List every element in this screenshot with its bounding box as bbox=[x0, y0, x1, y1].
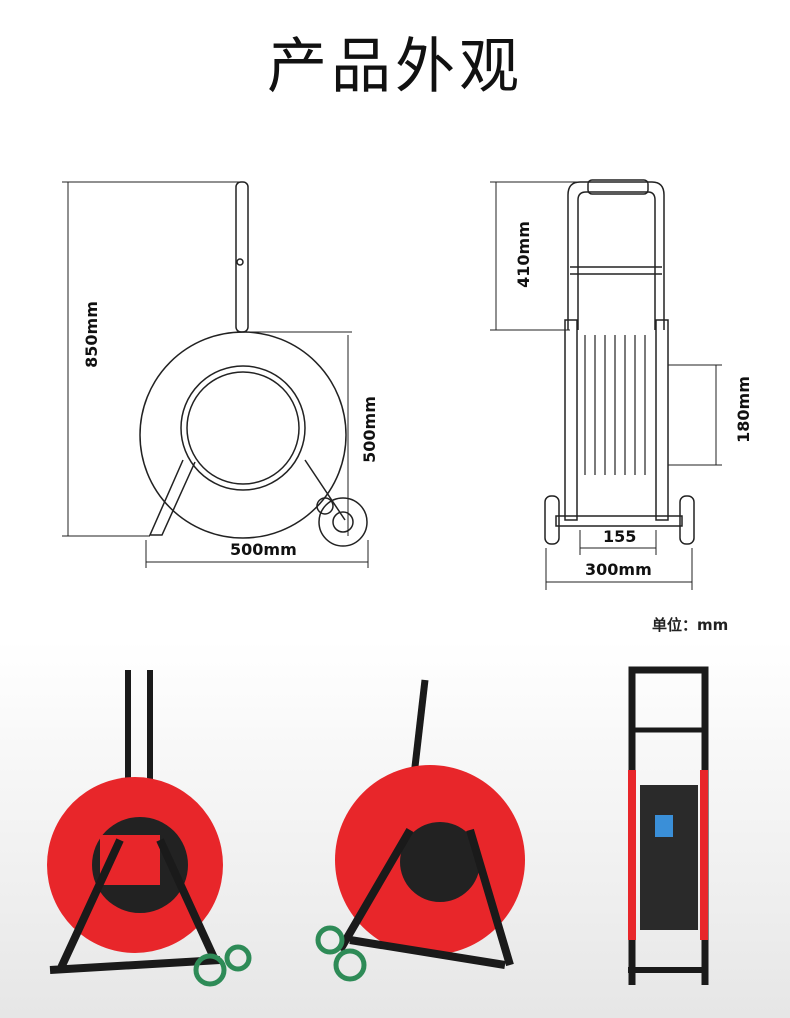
photo-angled bbox=[315, 679, 525, 982]
photo-side-sockets bbox=[47, 670, 252, 987]
outer-width-300-label: 300mm bbox=[585, 560, 652, 579]
unit-note: 单位：mm bbox=[652, 616, 729, 634]
handle-410-label: 410mm bbox=[513, 221, 533, 288]
front-view-drawing bbox=[490, 179, 722, 590]
height-850-label: 850mm bbox=[81, 301, 101, 368]
reel-diameter-500-label: 500mm bbox=[359, 396, 379, 463]
page-title: 产品外观 bbox=[267, 32, 523, 102]
product-photo-illustrations bbox=[47, 666, 709, 987]
width-500-label: 500mm bbox=[230, 540, 297, 559]
side-view-drawing bbox=[62, 181, 369, 568]
drum-180-label: 180mm bbox=[733, 376, 753, 443]
inner-width-155-label: 155 bbox=[603, 527, 637, 546]
product-photos bbox=[0, 640, 790, 1018]
technical-drawing bbox=[62, 179, 722, 590]
photo-front bbox=[628, 666, 709, 985]
